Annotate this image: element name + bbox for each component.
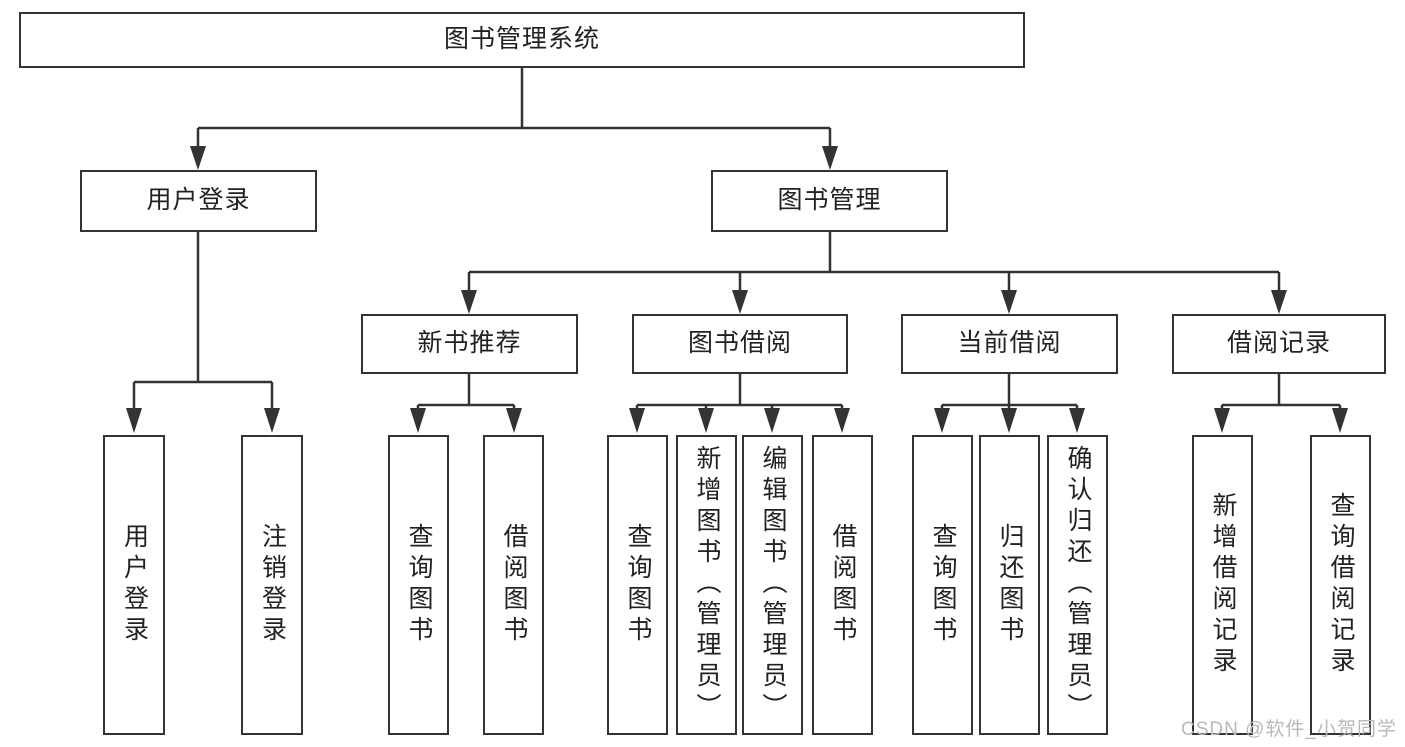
leaf-label: 用户登录	[120, 523, 149, 647]
node-label: 借阅记录	[1226, 329, 1331, 358]
leaf-label: 编辑图书（管理员）	[759, 445, 787, 724]
node-user-login[interactable]: 用户登录	[80, 170, 317, 232]
leaf-borrow-books-borrowing[interactable]: 借阅图书	[812, 435, 873, 735]
leaf-query-books-current[interactable]: 查询图书	[912, 435, 973, 735]
node-current-borrowing[interactable]: 当前借阅	[901, 314, 1118, 374]
leaf-label: 查询图书	[624, 523, 652, 647]
node-new-book-recommendation[interactable]: 新书推荐	[361, 314, 578, 374]
leaf-label: 借阅图书	[829, 523, 857, 647]
node-label: 用户登录	[146, 186, 251, 215]
leaf-label: 查询借阅记录	[1327, 492, 1355, 678]
leaf-query-books-borrowing[interactable]: 查询图书	[607, 435, 668, 735]
leaf-label: 确认归还（管理员）	[1064, 445, 1092, 724]
leaf-add-book-admin[interactable]: 新增图书（管理员）	[676, 435, 737, 735]
leaf-return-books[interactable]: 归还图书	[979, 435, 1040, 735]
leaf-add-borrow-record[interactable]: 新增借阅记录	[1192, 435, 1253, 735]
leaf-label: 新增借阅记录	[1209, 492, 1237, 678]
leaf-label: 借阅图书	[500, 523, 528, 647]
node-label: 当前借阅	[957, 329, 1062, 358]
leaf-label: 查询图书	[405, 523, 433, 647]
leaf-label: 查询图书	[929, 523, 957, 647]
node-label: 图书管理系统	[443, 25, 600, 54]
leaf-logout[interactable]: 注销登录	[241, 435, 303, 735]
node-label: 新书推荐	[417, 329, 522, 358]
leaf-confirm-return-admin[interactable]: 确认归还（管理员）	[1047, 435, 1108, 735]
leaf-label: 归还图书	[996, 523, 1024, 647]
node-label: 图书管理	[777, 186, 882, 215]
node-label: 图书借阅	[687, 329, 792, 358]
node-borrow-records[interactable]: 借阅记录	[1172, 314, 1386, 374]
csdn-watermark: CSDN @软件_小贺同学	[1181, 719, 1397, 740]
leaf-label: 注销登录	[258, 523, 287, 647]
leaf-query-borrow-record[interactable]: 查询借阅记录	[1310, 435, 1371, 735]
leaf-label: 新增图书（管理员）	[693, 445, 721, 724]
leaf-edit-book-admin[interactable]: 编辑图书（管理员）	[742, 435, 803, 735]
node-book-management[interactable]: 图书管理	[711, 170, 948, 232]
node-root-system[interactable]: 图书管理系统	[19, 12, 1025, 68]
node-book-borrowing[interactable]: 图书借阅	[632, 314, 848, 374]
leaf-borrow-books-recommend[interactable]: 借阅图书	[483, 435, 544, 735]
leaf-user-login[interactable]: 用户登录	[103, 435, 165, 735]
leaf-query-books-recommend[interactable]: 查询图书	[388, 435, 449, 735]
